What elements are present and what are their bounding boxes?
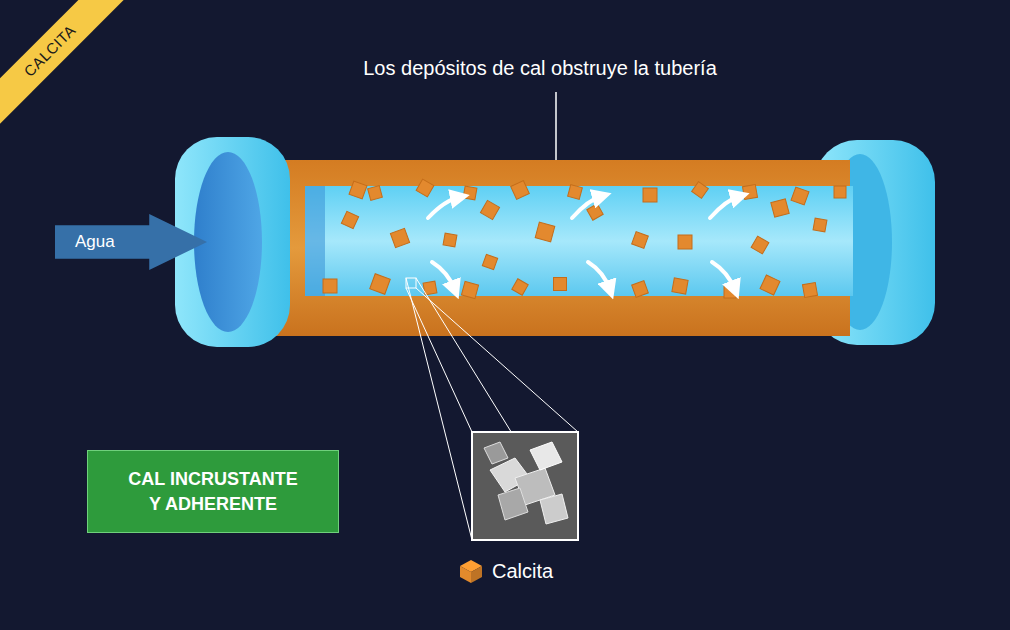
calcite-cube bbox=[742, 184, 757, 199]
flow-arrows bbox=[428, 196, 740, 290]
calcite-cube bbox=[802, 282, 817, 297]
calcite-cube bbox=[535, 222, 555, 242]
calcite-cube bbox=[461, 281, 478, 298]
calcite-cube bbox=[672, 278, 688, 294]
calcite-cube bbox=[678, 235, 692, 249]
calcite-cube bbox=[632, 281, 649, 298]
node-text: Agua bbox=[75, 231, 115, 254]
node-text: CAL INCRUSTANTE Y ADHERENTE bbox=[124, 467, 302, 516]
note-box: CAL INCRUSTANTE Y ADHERENTE bbox=[87, 450, 339, 533]
calcite-cube bbox=[692, 182, 709, 199]
water-arrow: Agua bbox=[55, 214, 207, 270]
calcite-cube bbox=[341, 211, 358, 228]
calcite-deposits bbox=[323, 179, 846, 298]
calcite-cube bbox=[568, 185, 583, 200]
water bbox=[305, 186, 853, 296]
node-text: CALCITA bbox=[20, 21, 81, 82]
calcite-cube bbox=[834, 186, 846, 198]
water-shade bbox=[305, 186, 325, 296]
calcite-cube bbox=[554, 278, 567, 291]
calcite-cube bbox=[323, 279, 337, 293]
calcite-cube bbox=[370, 274, 391, 295]
calcite-cube bbox=[480, 200, 499, 219]
calcite-cube bbox=[482, 254, 497, 269]
legend-text: Calcita bbox=[492, 560, 553, 583]
calcite-cube bbox=[368, 186, 383, 201]
calcite-cube bbox=[390, 228, 409, 247]
calcite-cube bbox=[416, 179, 434, 197]
calcite-cube bbox=[443, 233, 457, 247]
calcite-cube bbox=[587, 204, 603, 220]
legend-swatch bbox=[458, 558, 484, 584]
calcite-cube bbox=[813, 218, 827, 232]
calcite-cube bbox=[632, 232, 649, 249]
calcite-cube bbox=[463, 186, 477, 200]
calcite-cube bbox=[760, 275, 780, 295]
legend-item: Calcita bbox=[458, 558, 553, 584]
crystal-cluster bbox=[484, 442, 568, 524]
zoom-lines bbox=[406, 278, 578, 540]
calcite-cube bbox=[643, 188, 657, 202]
leader-line bbox=[555, 92, 557, 160]
calcite-cube bbox=[791, 187, 809, 205]
calcite-cube bbox=[751, 236, 769, 254]
callout-label: Los depósitos de cal obstruye la tubería bbox=[363, 57, 717, 80]
calcite-cube bbox=[511, 181, 530, 200]
calcite-cube bbox=[512, 279, 528, 295]
corner-ribbon: CALCITA bbox=[0, 0, 146, 147]
calcite-cube bbox=[349, 181, 367, 199]
calcite-cube bbox=[771, 199, 789, 217]
microscope-photo bbox=[472, 432, 578, 540]
